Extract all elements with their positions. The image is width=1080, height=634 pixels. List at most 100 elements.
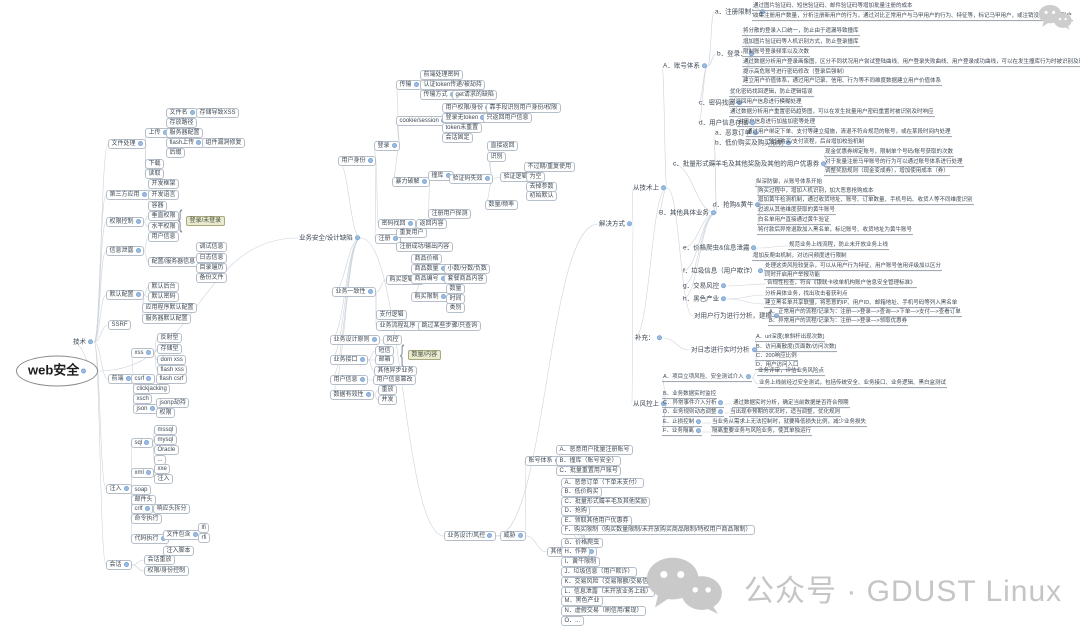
mindmap-node-hhgd[interactable]: 会话固定: [442, 133, 474, 143]
mindmap-node-be1[interactable]: e．价格爬虫&信息泄露: [682, 244, 757, 251]
mindmap-node-adl3[interactable]: 限制账号登录频率以及次数: [742, 49, 811, 57]
mindmap-node-bb1t[interactable]: 验证购买/支付流程，后台增加校验机制: [768, 139, 866, 147]
mindmap-node-fd1[interactable]: 当出现非预期的状况时，适当调整，优化规则: [729, 409, 842, 417]
mindmap-node-oracle[interactable]: Oracle: [154, 445, 179, 455]
mindmap-node-ba[interactable]: 业务安全/设计缺陷: [298, 234, 361, 241]
mindmap-node-cf[interactable]: 存放路径: [166, 118, 198, 128]
mindmap-node-bd1d[interactable]: 过滤从其他维度获取的黄牛账号: [757, 207, 837, 215]
mindmap-node-fa[interactable]: A．项目立项风险、安全测试介入: [662, 374, 752, 382]
mindmap-node-ksd[interactable]: 靠手段识别用户身份/权限: [486, 103, 561, 113]
mindmap-node-oi[interactable]: I．黄牛限制: [561, 557, 600, 567]
mindmap-node-dlwt[interactable]: 登录无token: [442, 113, 489, 123]
mindmap-node-hh[interactable]: 会话: [106, 560, 133, 570]
mindmap-node-dl[interactable]: 下载: [145, 159, 165, 169]
mindmap-node-fsx[interactable]: 反射型: [157, 333, 183, 343]
mindmap-node-tsxx[interactable]: 调试信息: [196, 242, 228, 252]
mindmap-node-xml[interactable]: xml: [131, 468, 155, 478]
mindmap-node-jjfs[interactable]: 解决方式: [598, 220, 633, 227]
mindmap-node-on[interactable]: N．虚假交易（刷信用/套现）: [561, 606, 647, 616]
mindmap-node-jsonp[interactable]: jsonp劫持: [156, 398, 190, 408]
mindmap-node-bh1b[interactable]: 建立黑名单共享联盟，将恶意的IP、用户ID、邮箱地址、手机号码等列入黑名单: [764, 300, 959, 308]
mindmap-node-hz[interactable]: 后缀: [166, 148, 186, 158]
mindmap-node-ccx[interactable]: 存储型: [157, 344, 183, 354]
mindmap-node-modla[interactable]: A．正常用户的流程/记录为：注册—>登录—>查询—>下单—>支付—>查看订单: [768, 309, 962, 317]
mindmap-node-logb[interactable]: B．访问离散度(页面数/访问次数): [755, 344, 838, 352]
mindmap-node-be1a[interactable]: 规范业务上线流程，防止未开放业务上线: [788, 242, 890, 250]
mindmap-node-bd1c[interactable]: 增加黄牛检测机制，通过收货地址、账号、订单数量、手机号码、收货人等不同维度识别: [757, 197, 974, 205]
mindmap-node-xs[interactable]: 小数/分数/负数: [444, 264, 491, 274]
mindmap-node-bg1[interactable]: g．交易风控: [682, 282, 727, 289]
mindmap-node-cs[interactable]: 传输: [396, 80, 423, 90]
mindmap-node-om[interactable]: M．黑色产业: [561, 596, 603, 606]
mindmap-node-zjfh[interactable]: 直接返回: [487, 141, 519, 151]
mindmap-node-fb[interactable]: B．业务数据实时监控: [662, 391, 718, 399]
mindmap-node-crlf[interactable]: crlf: [131, 504, 153, 514]
mindmap-node-ba1t[interactable]: 通过用户绑定下单、支付等建立措施，清退不符合规范的账号，或在某段时间内处理: [746, 129, 952, 137]
mindmap-node-oa[interactable]: A．恶意订单（下单未支付）: [561, 478, 645, 488]
mindmap-node-qx[interactable]: 权限控制: [106, 217, 145, 227]
mindmap-node-domx[interactable]: dom xss: [157, 355, 187, 365]
mindmap-node-yypz[interactable]: 应用程序默认配置: [142, 303, 198, 313]
mindmap-node-ba1[interactable]: a．恶意订单: [714, 129, 759, 136]
mindmap-node-rq[interactable]: 容器: [148, 201, 168, 211]
mindmap-node-azc1[interactable]: 通过图片验证码、短信验证码、邮件验证码等增加批量注册的成本: [752, 3, 914, 11]
mindmap-node-xss[interactable]: xss: [131, 348, 154, 358]
mindmap-node-dl2[interactable]: 登录: [374, 141, 401, 151]
mindmap-node-adl2[interactable]: 增加图片验证码等人机识别方式，防止登录撞库: [742, 39, 860, 47]
mindmap-node-adl6[interactable]: 建立用户价值体系，通过用户记录、信用、行为等不同维度数据建立用户价值体系: [742, 78, 943, 86]
mindmap-node-slx[interactable]: 数量: [446, 284, 466, 294]
mindmap-node-ywjk[interactable]: 业务接口: [330, 355, 369, 365]
mindmap-node-token[interactable]: 认证token传递/被劫持: [420, 80, 486, 90]
mindmap-node-modl[interactable]: 对用户行为进行分析，建模: [693, 312, 780, 319]
mindmap-node-ssrf[interactable]: SSRF: [108, 320, 132, 330]
mindmap-node-get[interactable]: get请求的缺陷: [452, 90, 498, 100]
mindmap-node-tcn[interactable]: 套餐商品内容: [444, 274, 488, 284]
mindmap-node-flx[interactable]: 组件漏洞修复: [202, 138, 246, 148]
mindmap-node-fcx[interactable]: C．异常事件介入分析: [662, 400, 725, 408]
mindmap-node-yhxx[interactable]: 用户信息: [148, 232, 180, 242]
mindmap-node-amm2[interactable]: 通过数据分析用户重置密码趋势图，可以在发生批量用户密码重置时被识别及时响应: [729, 109, 935, 117]
mindmap-node-od[interactable]: D．抢购: [561, 506, 591, 516]
mindmap-node-bd1e[interactable]: 白名单用户直接通过黄牛验证: [757, 217, 831, 225]
mindmap-node-logc[interactable]: C．200响应比例: [755, 353, 798, 361]
mindmap-node-wx[interactable]: 威胁: [500, 531, 527, 541]
mindmap-node-wk[interactable]: 为空: [526, 172, 546, 182]
mindmap-node-mlzx[interactable]: 命令执行: [131, 514, 163, 524]
mindmap-node-qsfk[interactable]: 权限/身份控制: [144, 566, 189, 576]
mindmap-node-tech[interactable]: 技术: [72, 338, 94, 345]
mindmap-node-root[interactable]: web安全: [16, 355, 99, 387]
mindmap-node-logx[interactable]: 对日志进行实时分析: [690, 346, 758, 353]
mindmap-node-amm[interactable]: c．密码找回: [698, 99, 743, 106]
mindmap-node-mlbl[interactable]: 目录遍历: [196, 263, 228, 273]
mindmap-node-yhxx2[interactable]: 用户信息: [330, 375, 369, 385]
mindmap-node-bc1[interactable]: c．批量形式薅羊毛及其他奖励及其他的用户优惠券: [672, 160, 827, 167]
mindmap-node-fc1[interactable]: 通过数据实时分析，确定当前数据是否符合预期: [732, 400, 850, 408]
mindmap-node-zrjb[interactable]: 注入脚本: [163, 546, 195, 556]
mindmap-node-azh[interactable]: A．账号体系: [662, 62, 708, 69]
mindmap-node-bd1[interactable]: d．抢购&黄牛: [712, 201, 761, 208]
mindmap-node-csmr[interactable]: 初始默认: [526, 191, 558, 201]
mindmap-node-gmxz[interactable]: 购买限制: [411, 292, 450, 302]
mindmap-node-bh1a[interactable]: 分析具体业务，找出攻击者获利点: [764, 291, 849, 299]
mindmap-node-fhnr[interactable]: 返回内容: [416, 219, 448, 229]
mindmap-node-slnr[interactable]: 数量/内容: [408, 350, 441, 360]
mindmap-node-soap[interactable]: soap: [131, 485, 152, 495]
mindmap-node-csrf[interactable]: csrf: [131, 374, 155, 384]
mindmap-node-xmlz[interactable]: 注入: [154, 474, 174, 484]
mindmap-node-lfi[interactable]: lfi: [198, 523, 210, 533]
mindmap-node-mssql[interactable]: mssql: [154, 425, 177, 435]
mindmap-node-bc1a[interactable]: 现金优惠券绑定账号，限制单个号码/账号获取的次数: [824, 149, 955, 157]
mindmap-node-bgq[interactable]: 不过期/重复使用: [524, 162, 575, 172]
mindmap-node-oo[interactable]: O．...: [561, 616, 584, 626]
mindmap-node-bfwj[interactable]: 备份文件: [196, 273, 228, 283]
mindmap-node-cj[interactable]: clickjacking: [133, 384, 171, 394]
mindmap-node-bd1a[interactable]: 纵深防御，从账号体系开始: [755, 179, 824, 187]
mindmap-node-bc1b[interactable]: 对于批量注册马甲账号的行为可以通过账号体系进行处理: [824, 159, 964, 167]
mindmap-node-ff1[interactable]: 隔离重要业务与风险业务，使其单独运行: [711, 428, 813, 436]
mindmap-node-lbx[interactable]: 类别: [446, 303, 466, 313]
mindmap-node-modlb[interactable]: B．异常用户的流程/记录为：注册—>登录—>领取优惠券: [768, 318, 909, 326]
mindmap-node-be1b[interactable]: 增加反爬虫机制，对访问频度进行限制: [752, 253, 848, 261]
mindmap-node-tp[interactable]: 第三方应用: [106, 190, 151, 200]
mindmap-node-tgbz[interactable]: 跳过某些步骤/只查询: [418, 321, 481, 331]
mindmap-node-ky[interactable]: 开发语言: [148, 190, 180, 200]
